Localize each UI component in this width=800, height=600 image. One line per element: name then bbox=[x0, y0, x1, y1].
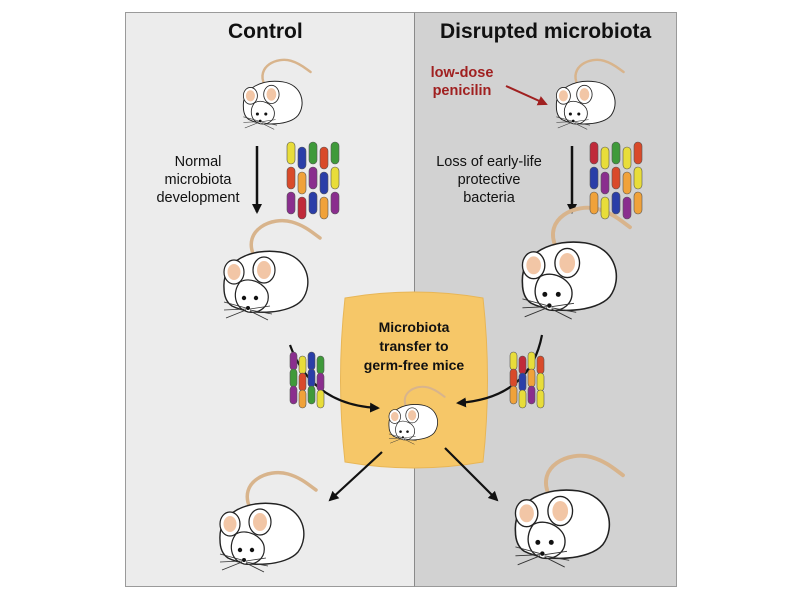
bacterium bbox=[518, 372, 527, 392]
bacterium bbox=[298, 355, 307, 375]
label-line: bacteria bbox=[463, 190, 515, 206]
transfer-label: Microbiota transfer to germ-free mice bbox=[349, 318, 479, 375]
bacterium bbox=[316, 372, 325, 392]
bacteria-control-normal bbox=[286, 141, 340, 220]
bacterium bbox=[536, 355, 545, 375]
bacterium bbox=[518, 389, 527, 409]
label-line: low-dose bbox=[430, 65, 494, 81]
bacterium bbox=[536, 389, 545, 409]
label-line: germ-free mice bbox=[363, 357, 465, 373]
bacterium bbox=[600, 146, 610, 170]
bacterium bbox=[308, 166, 318, 190]
bacterium bbox=[286, 191, 296, 215]
label-line: Loss of early-life bbox=[436, 154, 542, 170]
disrupted-title: Disrupted microbiota bbox=[440, 20, 652, 43]
bacterium bbox=[622, 146, 632, 170]
bacterium bbox=[509, 385, 518, 405]
label-line: Microbiota bbox=[378, 319, 450, 335]
label-line: development bbox=[156, 190, 240, 206]
bacterium bbox=[633, 166, 643, 190]
bacterium bbox=[611, 141, 621, 165]
bacterium bbox=[298, 372, 307, 392]
mouse-disrupted-recipient bbox=[514, 453, 625, 568]
bacterium bbox=[330, 191, 340, 215]
mouse-disrupted-adult bbox=[521, 205, 632, 320]
bacterium bbox=[297, 146, 307, 170]
bacterium bbox=[286, 141, 296, 165]
bacterium bbox=[330, 166, 340, 190]
mouse-control-recipient bbox=[219, 470, 318, 573]
bacterium bbox=[298, 389, 307, 409]
label-line: Normal bbox=[174, 154, 222, 170]
bacterium bbox=[633, 141, 643, 165]
bacterium bbox=[330, 141, 340, 165]
bacterium bbox=[316, 389, 325, 409]
bacterium bbox=[307, 351, 316, 371]
bacterium bbox=[286, 166, 296, 190]
bacterium bbox=[289, 368, 298, 388]
bacterium bbox=[527, 351, 536, 371]
bacterium bbox=[622, 196, 632, 220]
bacteria-disrupted-transfer bbox=[509, 351, 545, 409]
mouse-disrupted-young bbox=[555, 58, 625, 130]
bacterium bbox=[611, 191, 621, 215]
bacterium bbox=[611, 166, 621, 190]
label-line: microbiota bbox=[164, 172, 232, 188]
arrow-transfer-to-control bbox=[328, 451, 383, 502]
arrow-penicillin bbox=[505, 85, 548, 106]
label-line: penicilin bbox=[432, 83, 492, 99]
bacterium bbox=[600, 196, 610, 220]
bacterium bbox=[600, 171, 610, 195]
loss-label: Loss of early-life protective bacteria bbox=[424, 153, 554, 207]
bacterium bbox=[297, 196, 307, 220]
mouse-control-young bbox=[242, 58, 312, 130]
bacterium bbox=[319, 196, 329, 220]
bacterium bbox=[509, 351, 518, 371]
penicillin-label: low-dose penicilin bbox=[422, 64, 502, 100]
bacterium bbox=[622, 171, 632, 195]
bacterium bbox=[527, 385, 536, 405]
bacterium bbox=[536, 372, 545, 392]
bacterium bbox=[518, 355, 527, 375]
bacterium bbox=[307, 385, 316, 405]
bacterium bbox=[308, 141, 318, 165]
arrow-transfer-to-disrupted bbox=[444, 447, 499, 502]
bacteria-disrupted-loss bbox=[589, 141, 643, 220]
bacterium bbox=[297, 171, 307, 195]
bacterium bbox=[509, 368, 518, 388]
bacterium bbox=[319, 146, 329, 170]
bacterium bbox=[633, 191, 643, 215]
bacterium bbox=[527, 368, 536, 388]
transfer-box bbox=[340, 291, 488, 469]
mouse-control-adult bbox=[223, 218, 322, 321]
bacterium bbox=[289, 351, 298, 371]
bacterium bbox=[316, 355, 325, 375]
bacterium bbox=[589, 166, 599, 190]
bacterium bbox=[289, 385, 298, 405]
bacterium bbox=[589, 141, 599, 165]
bacterium bbox=[307, 368, 316, 388]
bacterium bbox=[319, 171, 329, 195]
bacterium bbox=[589, 191, 599, 215]
normal-microbiota-label: Normal microbiota development bbox=[148, 153, 248, 207]
bacterium bbox=[308, 191, 318, 215]
mouse-germfree bbox=[388, 385, 446, 445]
label-line: transfer to bbox=[379, 338, 449, 354]
control-title: Control bbox=[228, 20, 303, 43]
bacteria-control-transfer bbox=[289, 351, 325, 409]
label-line: protective bbox=[457, 172, 521, 188]
